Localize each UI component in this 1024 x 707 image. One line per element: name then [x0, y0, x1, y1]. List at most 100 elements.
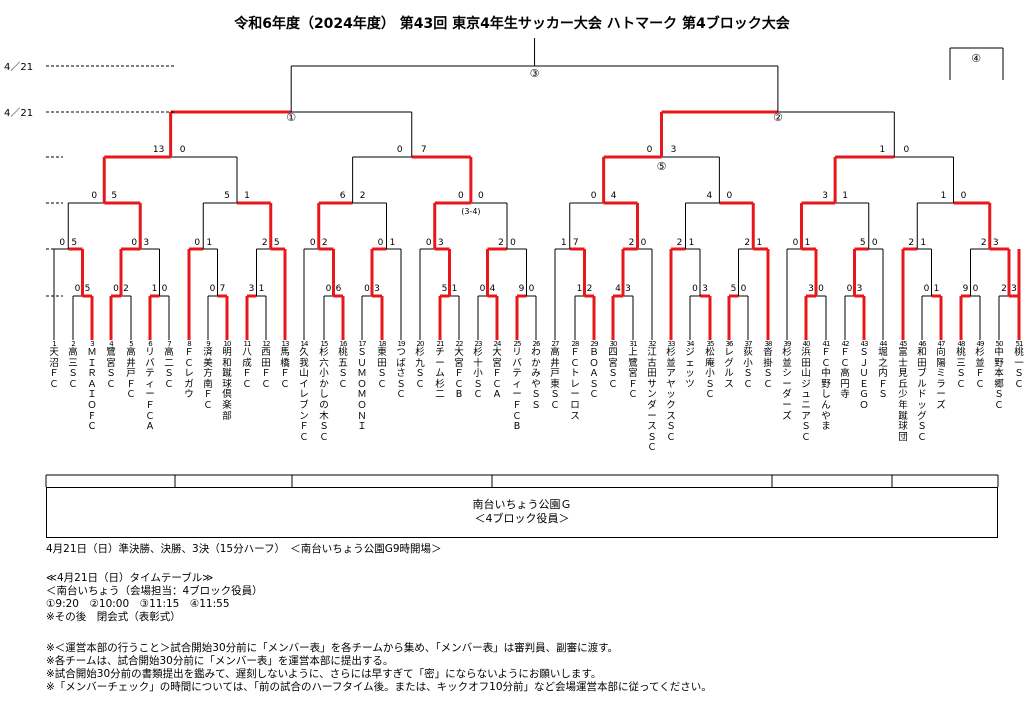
score-r1-left: 2	[744, 238, 750, 248]
team-name: ＢＯＡＳＣ	[589, 347, 599, 401]
score-r1-left: 0	[426, 238, 432, 248]
score-r0-right: 3	[702, 284, 708, 294]
note-4: ※「メンバーチェック」の時間については、「前の試合のハーフタイム後。または、キッ…	[46, 681, 712, 693]
team-name: 沓掛ＳＣ	[763, 347, 773, 390]
team-name: 明和蹴球倶楽部	[222, 347, 232, 422]
score-r3-left: 13	[153, 145, 164, 155]
team-number: 1	[52, 340, 56, 348]
team-name: 西田ＦＣ	[261, 347, 271, 390]
team-name: ＳＪＵＥＧＯ	[859, 347, 869, 411]
score-r1-right: 3	[438, 238, 444, 248]
team-number: 4	[109, 340, 113, 348]
match-label-4: ④	[971, 52, 981, 65]
team-number: 45	[899, 340, 908, 348]
score-r1-right: 1	[756, 238, 762, 248]
team-name: 松庵小ＳＣ	[705, 347, 715, 401]
timetable-times: ①9:20 ②10:00 ③11:15 ④11:55	[46, 598, 230, 610]
score-r1-left: 0	[59, 238, 65, 248]
score-r2-right: 0	[961, 191, 967, 201]
score-r3-right: 0	[903, 145, 909, 155]
score-r0-right: 3	[625, 284, 631, 294]
score-r1-left: 2	[262, 238, 268, 248]
note-2: ※各チームは、試合開始30分前に「メンバー表」を運営本部に提出する。	[46, 655, 394, 667]
team-number: 15	[320, 340, 329, 348]
team-number: 2	[71, 340, 75, 348]
team-number: 49	[976, 340, 985, 348]
score-r2-right: 0	[727, 191, 733, 201]
team-name: つばさＳＣ	[396, 347, 406, 401]
team-number: 29	[590, 340, 599, 348]
score-r0-left: 0	[480, 284, 486, 294]
team-number: 39	[783, 340, 792, 348]
match-label-1: ①	[286, 111, 296, 124]
score-r1-left: 5	[860, 238, 866, 248]
team-name: 杉並ＦＣ	[975, 347, 985, 390]
score-r1-right: 2	[322, 238, 328, 248]
score-r0-left: 1	[152, 284, 158, 294]
score-r0-left: 5	[731, 284, 737, 294]
team-name: 江古田サンダースＳＣ	[647, 347, 657, 454]
team-number: 31	[629, 340, 638, 348]
team-number: 8	[187, 340, 191, 348]
team-number: 44	[879, 340, 888, 348]
venue-box: 南台いちょう公園Ｇ ＜4ブロック役員＞	[46, 487, 998, 538]
score-r1-right: 0	[872, 238, 878, 248]
score-r0-left: 4	[615, 284, 621, 294]
timetable-venue: ＜南台いちょう（会場担当：4ブロック役員）	[46, 585, 263, 597]
team-name: リバティーＦＣ A	[145, 347, 155, 433]
score-r1-right: 5	[274, 238, 280, 248]
score-r0-left: 0	[113, 284, 119, 294]
score-r0-right: 0	[741, 284, 747, 294]
team-number: 22	[455, 340, 464, 348]
score-r0-right: 2	[587, 284, 593, 294]
score-r0-right: 6	[336, 284, 342, 294]
date-label-1: 4／21	[4, 61, 33, 73]
team-number: 43	[860, 340, 869, 348]
score-r1-right: 1	[920, 238, 926, 248]
team-name: 桃三ＳＣ	[956, 347, 966, 390]
team-name: 高井戸ＦＣ	[126, 347, 136, 401]
score-r1-left: 0	[378, 238, 384, 248]
score-r2-left: 5	[224, 191, 230, 201]
score-r1-left: 1	[561, 238, 567, 248]
team-number: 51	[1015, 340, 1024, 348]
team-number: 41	[822, 340, 831, 348]
team-number: 30	[609, 340, 618, 348]
team-name: 大宮ＦＣ A	[492, 347, 502, 401]
team-number: 20	[416, 340, 425, 348]
score-r2-left: 4	[707, 191, 713, 201]
match-label-2: ②	[773, 111, 783, 124]
score-r0-left: 2	[1001, 284, 1007, 294]
score-r2-left: 6	[340, 191, 346, 201]
team-name: リバティーＦＣ B	[512, 347, 522, 433]
score-r1-left: 0	[793, 238, 799, 248]
score-r2-right: 5	[111, 191, 117, 201]
score-r0-right: 1	[452, 284, 458, 294]
team-number: 34	[686, 340, 695, 348]
date-label-2: 4／21	[4, 107, 33, 119]
team-number: 38	[764, 340, 773, 348]
